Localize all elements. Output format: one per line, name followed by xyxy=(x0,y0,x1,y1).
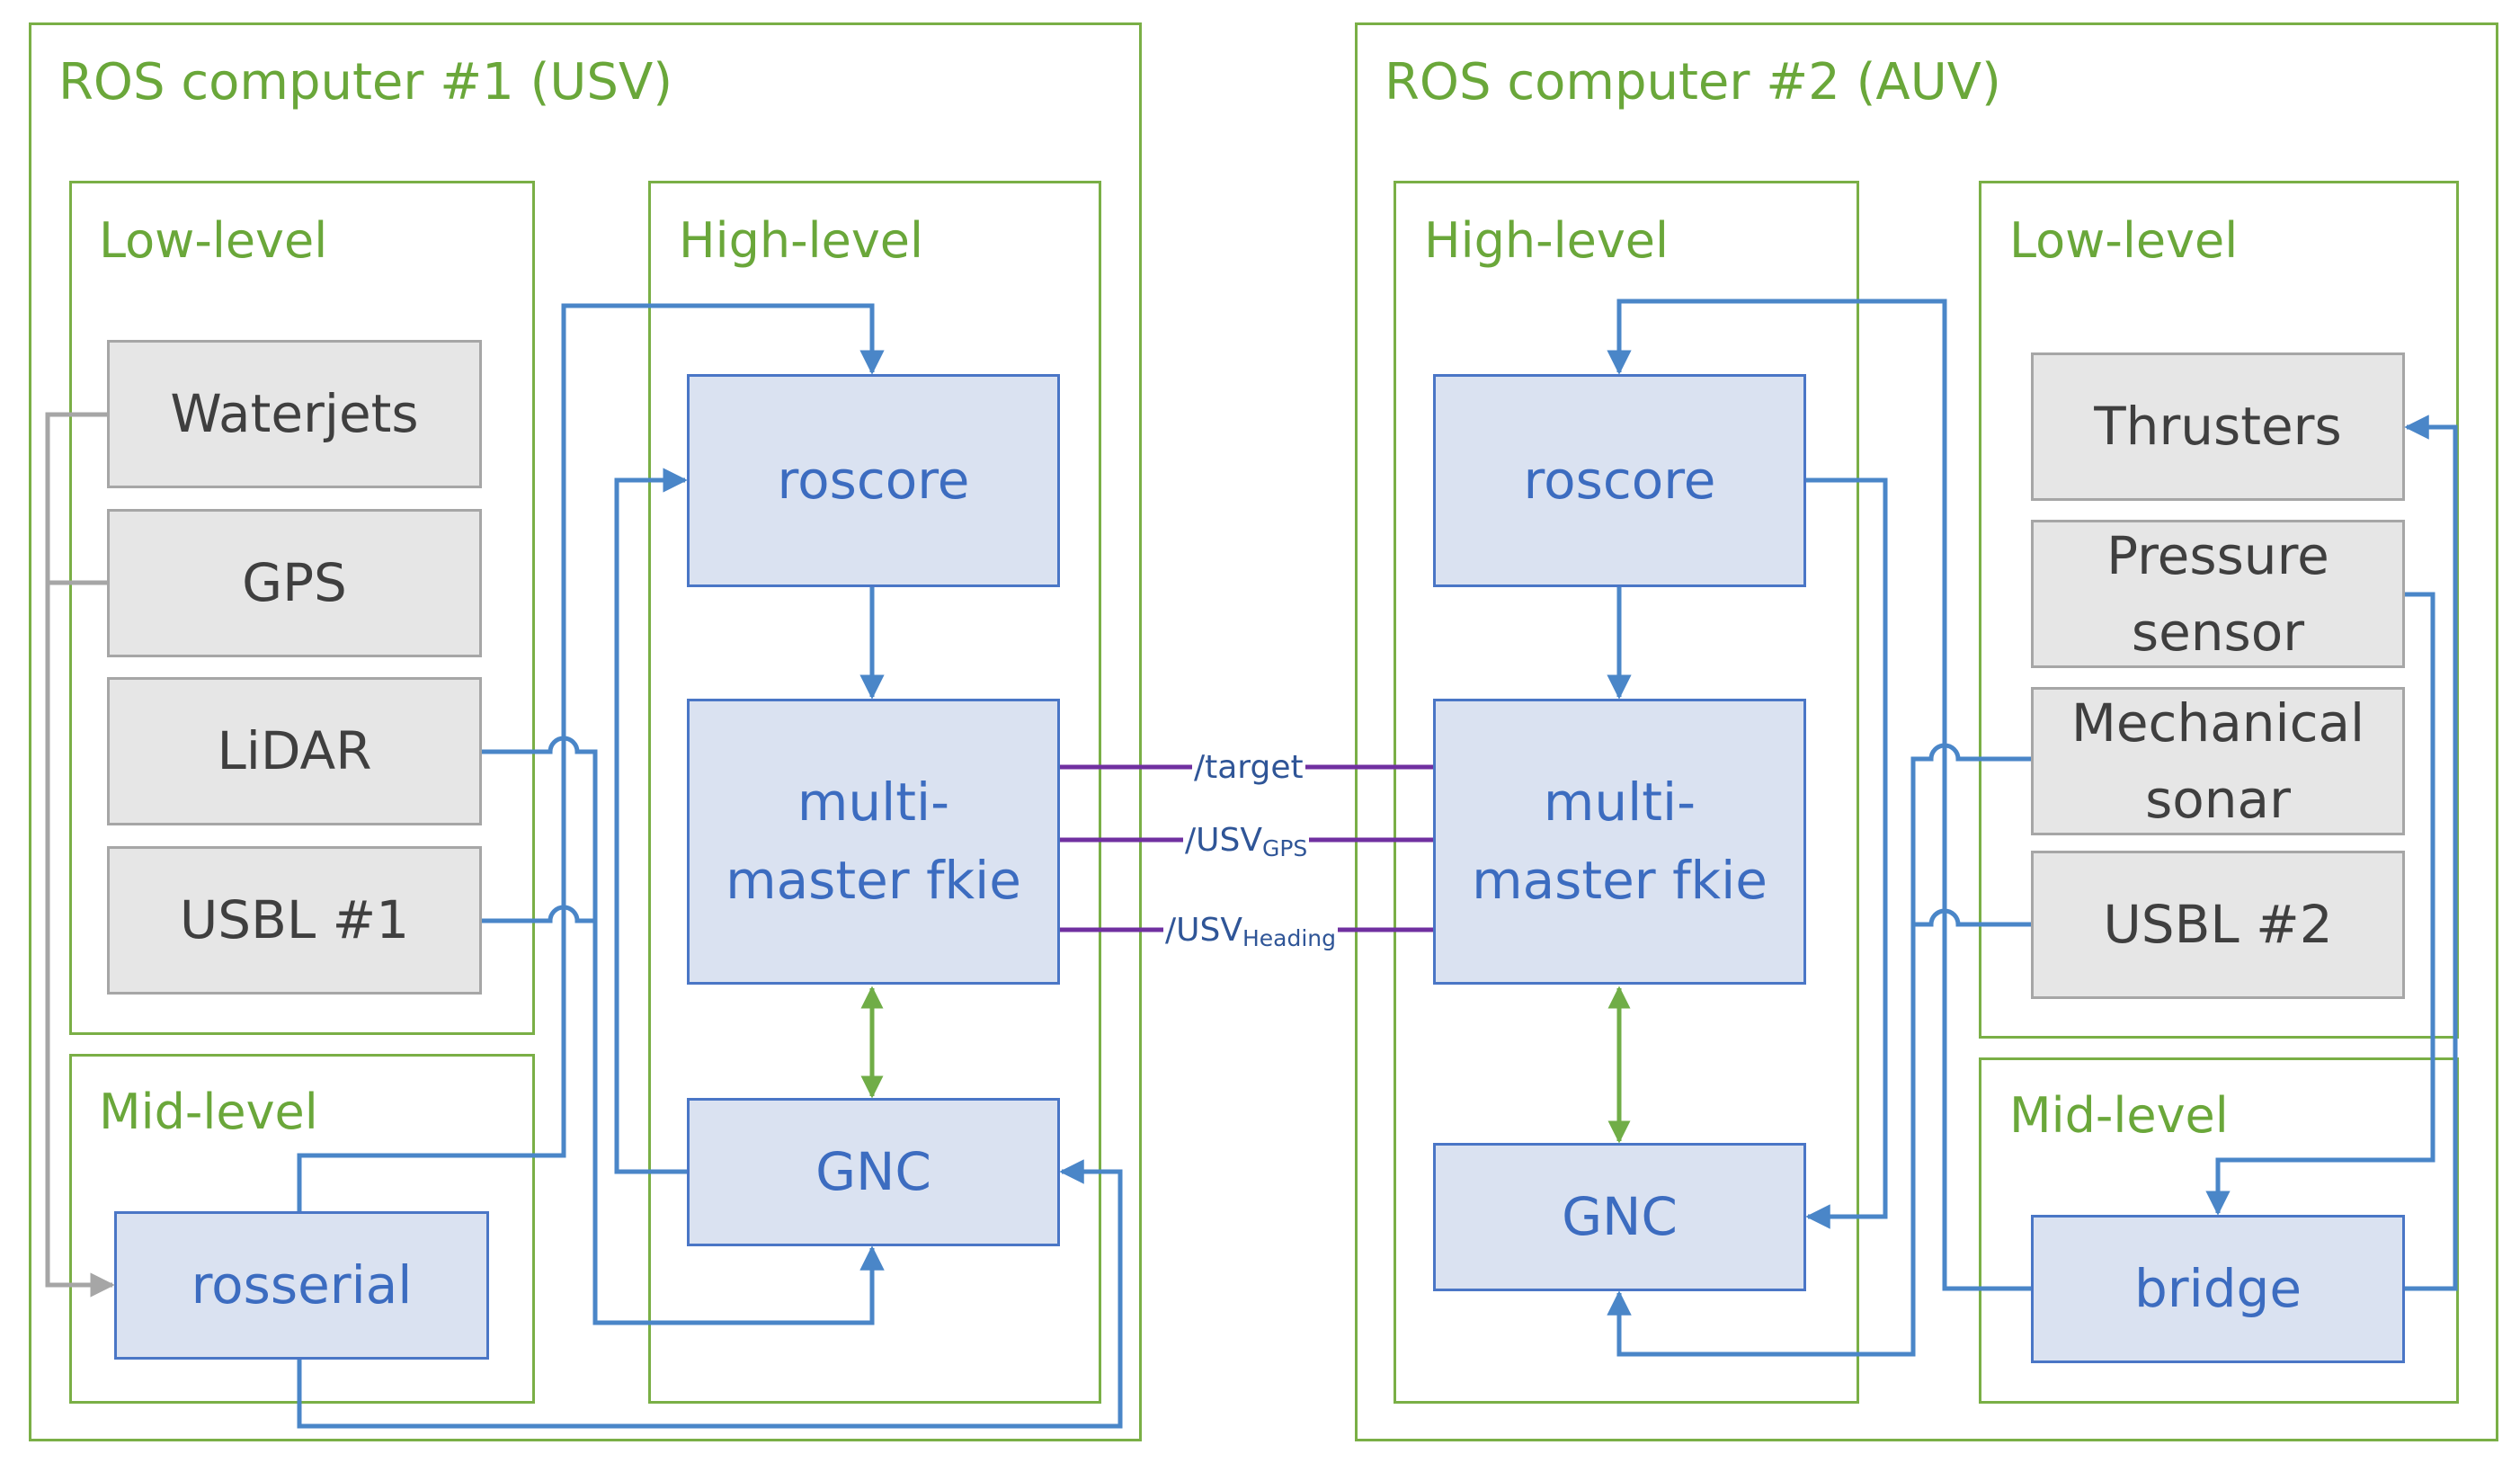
c1-gnc-node: GNC xyxy=(687,1098,1060,1246)
lidar-node: LiDAR xyxy=(107,677,482,825)
computer2-frame xyxy=(1355,22,2498,1441)
computer1-title: ROS computer #1 (USV) xyxy=(58,53,673,112)
c2-mid-level-title: Mid-level xyxy=(2009,1087,2229,1144)
c1-mid-level-title: Mid-level xyxy=(99,1084,318,1140)
c2-roscore-to-gnc xyxy=(1805,477,1888,1229)
rosserial-to-roscore xyxy=(297,303,885,1211)
bridge-to-roscore xyxy=(1607,299,2031,1291)
c2-low-level-title: Low-level xyxy=(2009,212,2239,269)
c2-multimaster-node: multi-master fkie xyxy=(1433,699,1806,985)
c2-roscore-node: roscore xyxy=(1433,374,1806,587)
c1-rosserial-node: rosserial xyxy=(114,1211,489,1360)
gps-node: GPS xyxy=(107,509,482,657)
gray-waterjets-line xyxy=(45,412,115,1298)
lidar-to-gnc xyxy=(482,736,885,1325)
topic-usvgps-label: /USVGPS xyxy=(1183,822,1310,861)
usbl2-line xyxy=(1913,908,2031,927)
bridge-to-thrusters xyxy=(2404,415,2458,1291)
pressure-to-bridge xyxy=(2205,592,2435,1216)
c2-high-level-title: High-level xyxy=(1424,212,1670,269)
c1-high-level-frame xyxy=(648,181,1101,1404)
c2-gnc-node: GNC xyxy=(1433,1143,1806,1291)
c1-mid-level-frame xyxy=(69,1054,535,1404)
c1-gnc-to-roscore xyxy=(614,468,688,1174)
usbl2-node: USBL #2 xyxy=(2031,851,2405,999)
rosserial-to-gnc xyxy=(297,1159,1123,1429)
computer2-title: ROS computer #2 (AUV) xyxy=(1385,53,2001,112)
topic-target-label: /target xyxy=(1192,749,1305,786)
c1-multimaster-node: multi-master fkie xyxy=(687,699,1060,985)
c1-high-level-title: High-level xyxy=(679,212,924,269)
c1-low-level-frame xyxy=(69,181,535,1035)
computer1-frame xyxy=(29,22,1142,1441)
waterjets-node: Waterjets xyxy=(107,340,482,488)
sonar-to-gnc xyxy=(1607,743,2031,1357)
c1-roscore-node: roscore xyxy=(687,374,1060,587)
topic-usvheading-label: /USVHeading xyxy=(1163,912,1338,951)
c2-bridge-node: bridge xyxy=(2031,1215,2405,1363)
c2-high-level-frame xyxy=(1394,181,1859,1404)
usbl1-node: USBL #1 xyxy=(107,846,482,995)
thrusters-node: Thrusters xyxy=(2031,352,2405,501)
c1-low-level-title: Low-level xyxy=(99,212,328,269)
usbl1-line xyxy=(482,905,595,923)
